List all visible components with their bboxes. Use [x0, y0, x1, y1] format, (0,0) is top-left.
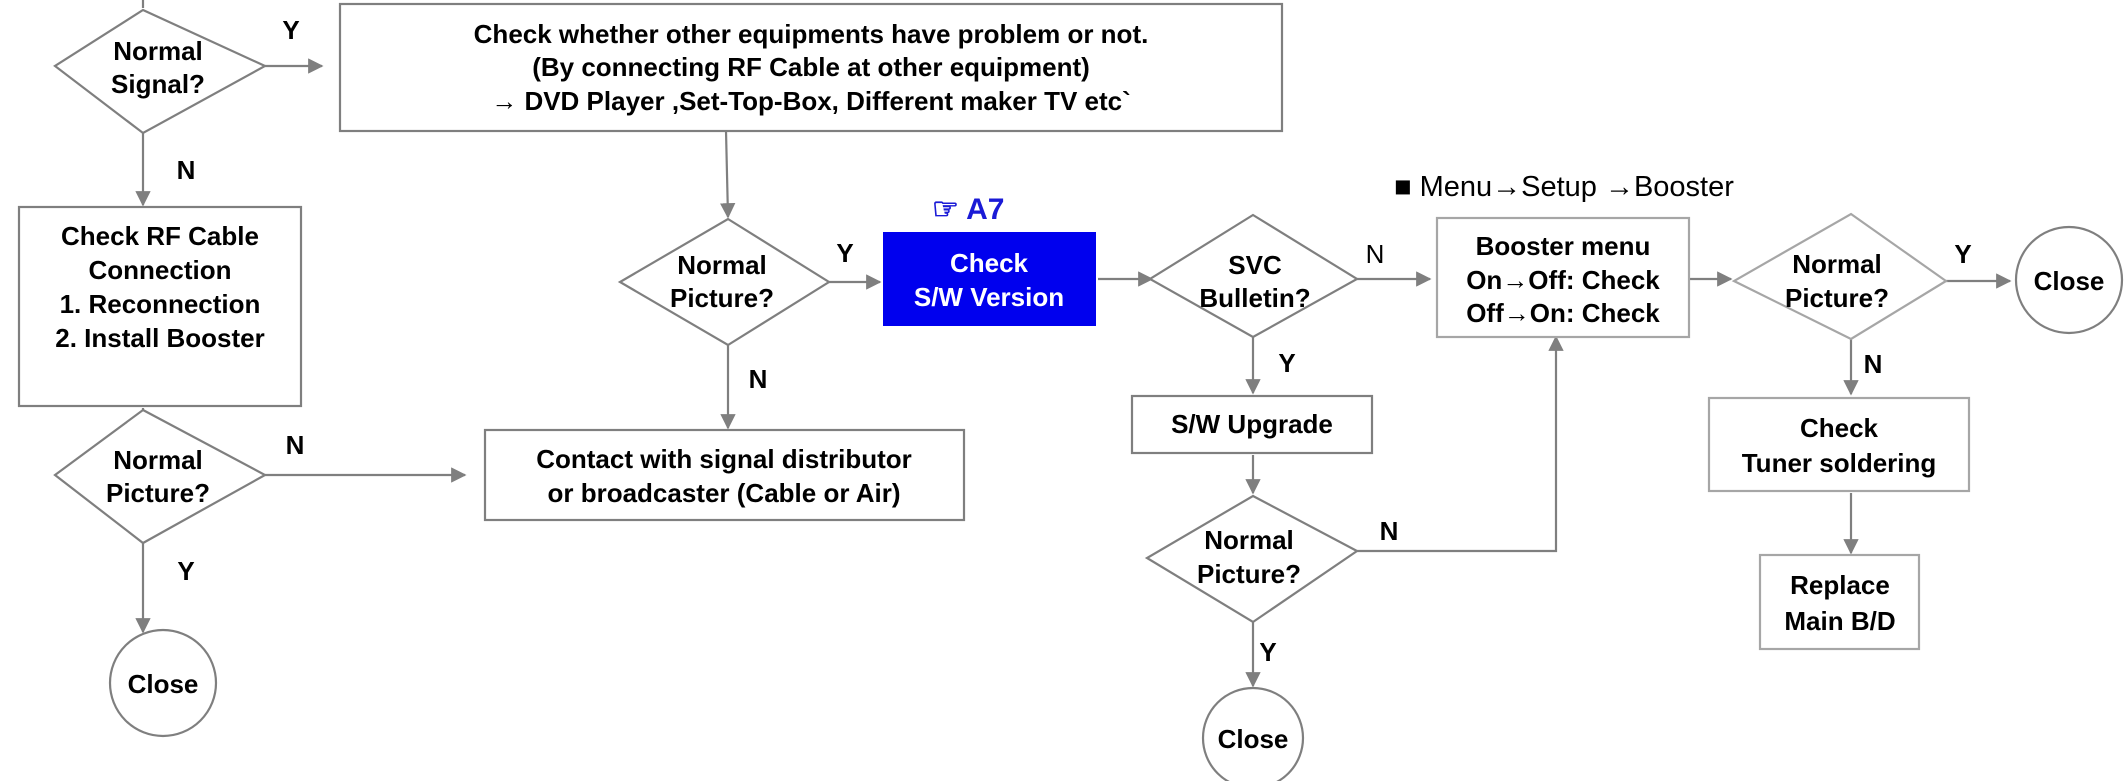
- box-replace-main-bd: Replace Main B/D: [1758, 553, 1921, 651]
- terminal-close-3: Close: [2014, 225, 2124, 335]
- box-booster-line2: On→Off: Check: [1466, 265, 1660, 295]
- decision-svc-bulletin: SVC Bulletin?: [1147, 213, 1360, 339]
- edge-label-picture2-no: N: [749, 364, 768, 394]
- box-check-other-line1: Check whether other equipments have prob…: [474, 19, 1149, 49]
- box-check-tuner-soldering: Check Tuner soldering: [1707, 396, 1971, 493]
- edge-label-picture3-yes: Y: [1259, 637, 1276, 667]
- decision-picture-3-line2: Picture?: [1197, 559, 1301, 589]
- terminal-close-2-label: Close: [1218, 724, 1289, 754]
- box-rf-cable-line2: Connection: [89, 255, 232, 285]
- box-booster-menu: Booster menu On→Off: Check Off→On: Check: [1435, 216, 1691, 339]
- box-replace-line1: Replace: [1790, 570, 1890, 600]
- decision-picture-2-line2: Picture?: [670, 283, 774, 313]
- box-tuner-line2: Tuner soldering: [1742, 448, 1937, 478]
- decision-svc-line1: SVC: [1228, 250, 1282, 280]
- box-check-sw-version: Check S/W Version: [883, 232, 1096, 326]
- edge-label-picture4-yes: Y: [1954, 239, 1971, 269]
- terminal-close-2: Close: [1201, 686, 1305, 781]
- edge-label-signal-no: N: [177, 155, 196, 185]
- box-sw-upgrade: S/W Upgrade: [1130, 394, 1374, 455]
- box-check-other-line2: (By connecting RF Cable at other equipme…: [532, 52, 1090, 82]
- box-rf-cable-line1: Check RF Cable: [61, 221, 259, 251]
- edge-label-picture1-no: N: [286, 430, 305, 460]
- terminal-close-1-label: Close: [128, 669, 199, 699]
- connector-picture3-no: [1357, 335, 1564, 553]
- box-check-rf-cable: Check RF Cable Connection 1. Reconnectio…: [17, 205, 303, 408]
- reference-a7-label: ☞ A7: [932, 193, 1004, 226]
- edge-label-picture3-no: N: [1380, 516, 1399, 546]
- box-rf-cable-line3: 1. Reconnection: [60, 289, 261, 319]
- edge-label-svc-yes: Y: [1278, 348, 1295, 378]
- decision-picture-4-line2: Picture?: [1785, 283, 1889, 313]
- edge-label-picture1-yes: Y: [177, 556, 194, 586]
- box-sw-version-line2: S/W Version: [914, 282, 1064, 312]
- box-contact-distributor: Contact with signal distributor or broad…: [483, 428, 966, 522]
- box-contact-line2: or broadcaster (Cable or Air): [547, 478, 900, 508]
- box-contact-line1: Contact with signal distributor: [536, 444, 912, 474]
- decision-svc-line2: Bulletin?: [1199, 283, 1310, 313]
- connectors: [135, 0, 2012, 688]
- decision-normal-signal-line1: Normal: [113, 36, 203, 66]
- box-booster-line3: Off→On: Check: [1466, 298, 1660, 328]
- box-check-other-line3: → DVD Player ,Set-Top-Box, Different mak…: [491, 86, 1131, 116]
- decision-normal-picture-1: Normal Picture?: [53, 408, 268, 545]
- edge-label-picture2-yes: Y: [836, 238, 853, 268]
- decision-normal-signal-line2: Signal?: [111, 69, 205, 99]
- terminal-close-1: Close: [108, 628, 218, 738]
- box-sw-upgrade-label: S/W Upgrade: [1171, 409, 1333, 439]
- box-tuner-line1: Check: [1800, 413, 1879, 443]
- box-rf-cable-line4: 2. Install Booster: [55, 323, 265, 353]
- edge-labels: Y N N Y Y N N Y N Y Y N: [177, 15, 1972, 667]
- decision-normal-picture-3: Normal Picture?: [1144, 494, 1360, 624]
- edge-label-signal-yes: Y: [282, 15, 299, 45]
- box-replace-line2: Main B/D: [1784, 606, 1895, 636]
- decision-normal-picture-4: Normal Picture?: [1731, 212, 1949, 341]
- connector-check-to-picture2: [719, 130, 736, 219]
- menu-path-label: ■ Menu→Setup →Booster: [1394, 171, 1734, 203]
- box-check-other-equipments: Check whether other equipments have prob…: [338, 2, 1284, 133]
- edge-label-svc-no: N: [1366, 239, 1385, 269]
- decision-picture-1-line1: Normal: [113, 445, 203, 475]
- decision-normal-picture-2: Normal Picture?: [617, 217, 832, 347]
- box-booster-line1: Booster menu: [1476, 231, 1651, 261]
- terminal-close-3-label: Close: [2034, 266, 2105, 296]
- edge-label-picture4-no: N: [1864, 349, 1883, 379]
- decision-picture-1-line2: Picture?: [106, 478, 210, 508]
- decision-picture-2-line1: Normal: [677, 250, 767, 280]
- decision-picture-4-line1: Normal: [1792, 249, 1882, 279]
- decision-picture-3-line1: Normal: [1204, 525, 1294, 555]
- box-sw-version-line1: Check: [950, 248, 1029, 278]
- decision-normal-signal: Normal Signal?: [53, 8, 268, 135]
